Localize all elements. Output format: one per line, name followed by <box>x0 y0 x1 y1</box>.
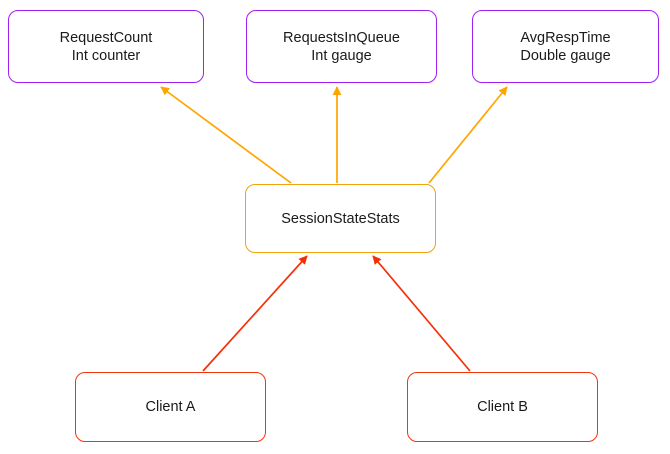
edge-stats-to-requestcount <box>160 86 292 184</box>
node-client-b[interactable]: Client B <box>407 372 598 442</box>
node-sessionstatestats[interactable]: SessionStateStats <box>245 184 436 253</box>
node-requestcount[interactable]: RequestCount Int counter <box>8 10 204 83</box>
node-requestcount-subtitle: Int counter <box>71 47 141 64</box>
node-sessionstatestats-title: SessionStateStats <box>281 210 400 227</box>
edge-client-b-to-stats <box>372 255 471 372</box>
node-avgresptime-subtitle: Double gauge <box>520 47 611 64</box>
edge-stats-to-avgresptime <box>428 86 508 184</box>
edge-client-a-to-stats <box>202 255 308 372</box>
node-avgresptime[interactable]: AvgRespTime Double gauge <box>472 10 659 83</box>
node-client-b-title: Client B <box>477 399 528 415</box>
node-requestsinqueue[interactable]: RequestsInQueue Int gauge <box>246 10 437 83</box>
node-avgresptime-title: AvgRespTime <box>520 29 611 46</box>
node-requestsinqueue-title: RequestsInQueue <box>283 29 400 46</box>
node-requestcount-title: RequestCount <box>59 29 153 46</box>
node-client-a[interactable]: Client A <box>75 372 266 442</box>
node-client-a-title: Client A <box>145 399 196 415</box>
node-requestsinqueue-subtitle: Int gauge <box>311 47 372 64</box>
